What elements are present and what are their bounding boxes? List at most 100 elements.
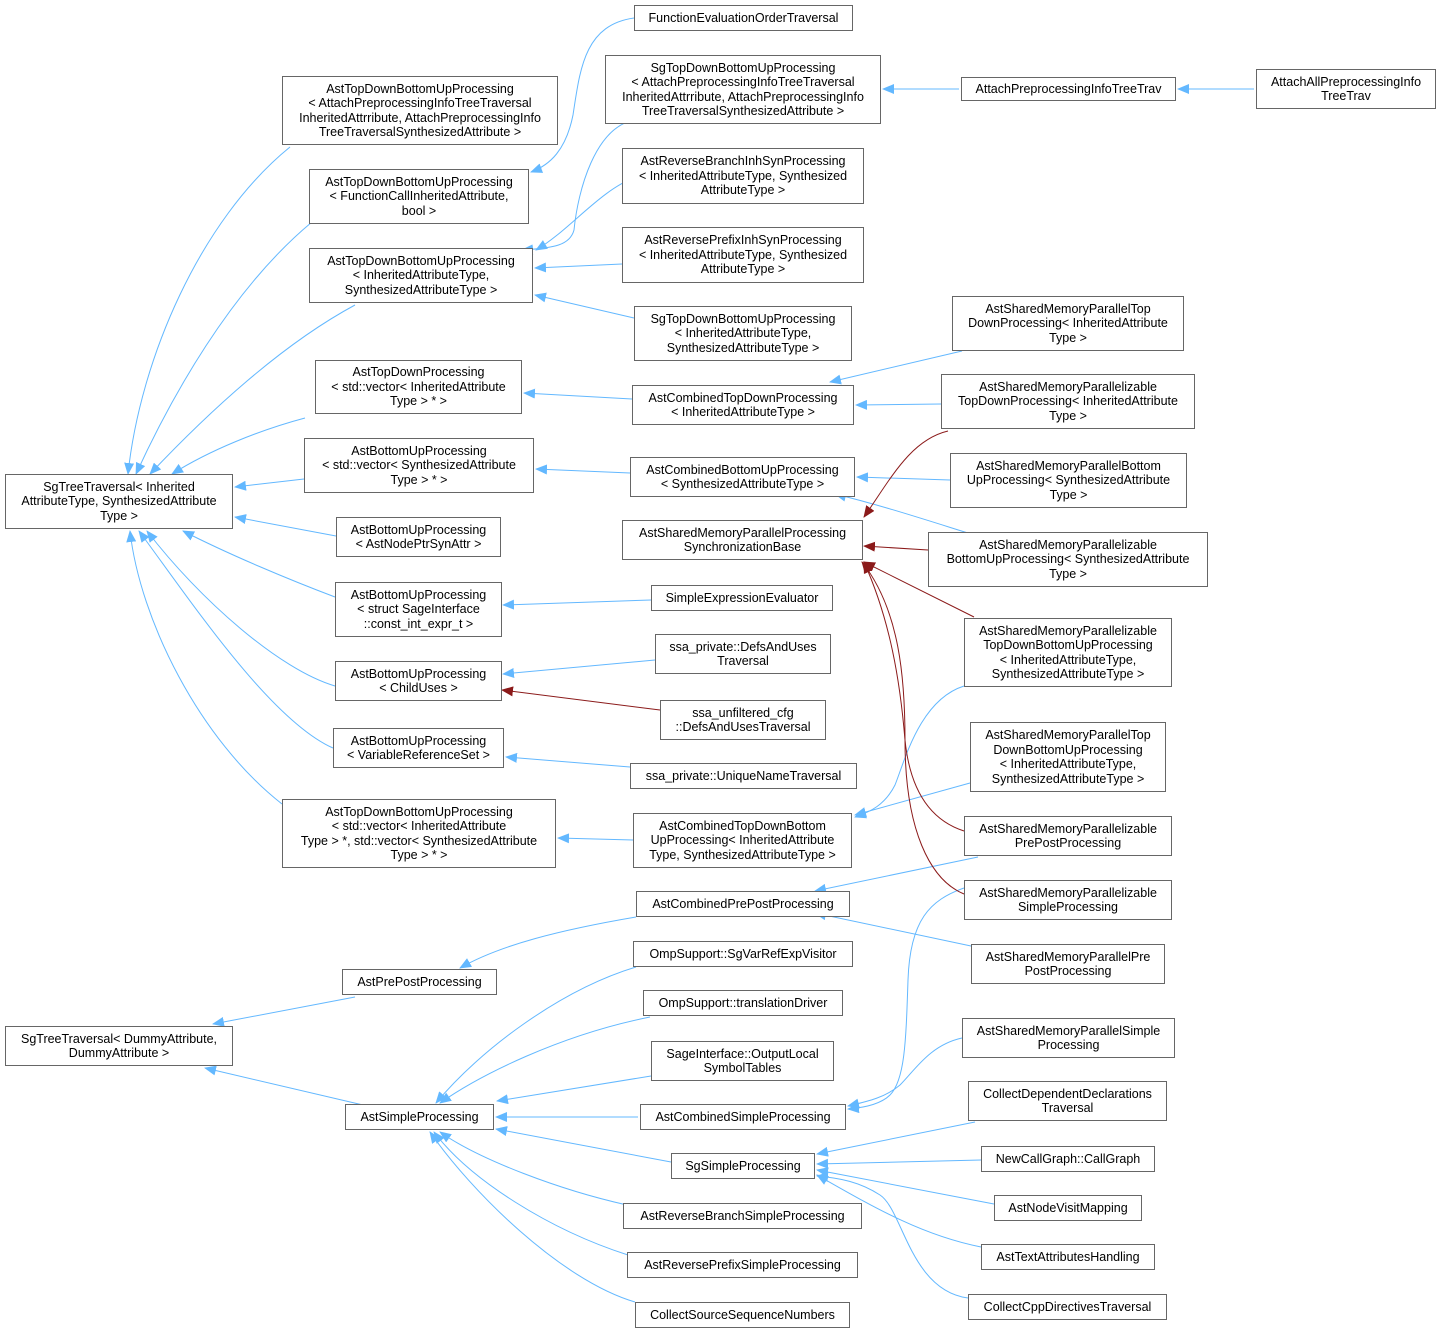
class-node-ast-node-visit[interactable]: AstNodeVisitMapping bbox=[994, 1195, 1142, 1221]
class-node-label-line: TreeTraversalSynthesizedAttribute > bbox=[318, 125, 522, 139]
class-node-label-line: < AttachPreprocessingInfoTreeTraversal bbox=[631, 75, 855, 89]
class-node-label-line: < VariableReferenceSet > bbox=[347, 748, 490, 762]
class-node-label-line: Processing bbox=[1037, 1038, 1100, 1052]
public-inheritance-edge bbox=[816, 1167, 995, 1205]
class-node-ast-td-vector[interactable]: AstTopDownProcessing< std::vector< Inher… bbox=[315, 360, 522, 414]
class-node-label-line: DummyAttribute > bbox=[68, 1046, 170, 1060]
class-node-label-line: AstTopDownBottomUpProcessing bbox=[327, 253, 515, 268]
class-node-rev-branch-simple[interactable]: AstReverseBranchSimpleProcessing bbox=[623, 1203, 862, 1229]
protected-inheritance-edge bbox=[863, 561, 975, 618]
class-node-label-line: AstTopDownBottomUpProcessing bbox=[325, 804, 513, 819]
class-node-label-line: FunctionEvaluationOrderTraversal bbox=[648, 10, 839, 25]
public-inheritance-edge bbox=[502, 599, 652, 610]
class-node-label-line: DownProcessing< InheritedAttribute bbox=[968, 316, 1168, 331]
class-node-ast-tdbu-attach[interactable]: AstTopDownBottomUpProcessing< AttachPrep… bbox=[282, 76, 558, 145]
class-node-label-line: AstCombinedTopDownProcessing bbox=[648, 390, 838, 405]
class-node-ast-bu-constint[interactable]: AstBottomUpProcessing< struct SageInterf… bbox=[335, 582, 502, 637]
class-node-ast-tdbu-vector[interactable]: AstTopDownBottomUpProcessing< std::vecto… bbox=[282, 799, 556, 868]
class-node-label-line: AstSharedMemoryParallelProcessing bbox=[638, 525, 847, 540]
public-inheritance-edge bbox=[433, 1131, 629, 1256]
class-node-label-line: < SynthesizedAttributeType > bbox=[660, 477, 825, 491]
class-node-rev-prefix-simple[interactable]: AstReversePrefixSimpleProcessing bbox=[627, 1252, 858, 1278]
class-node-label-line: Traversal bbox=[717, 654, 769, 668]
protected-inheritance-edge bbox=[863, 430, 949, 518]
class-node-text-attr[interactable]: AstTextAttributesHandling bbox=[981, 1244, 1155, 1270]
class-node-label-line: AstReversePrefixSimpleProcessing bbox=[644, 1257, 841, 1272]
public-inheritance-edge bbox=[855, 399, 942, 410]
public-inheritance-edge bbox=[204, 1065, 364, 1106]
class-node-label-line: AstReverseBranchSimpleProcessing bbox=[640, 1208, 845, 1223]
class-node-label-line: Type > bbox=[1049, 408, 1087, 423]
class-node-attach-trav[interactable]: AttachPreprocessingInfoTreeTrav bbox=[961, 77, 1176, 101]
class-node-sg-tdbu-attach[interactable]: SgTopDownBottomUpProcessing< AttachPrepr… bbox=[605, 55, 881, 124]
class-node-sg-tdbu-generic[interactable]: SgTopDownBottomUpProcessing< InheritedAt… bbox=[634, 306, 852, 361]
class-node-comb-prepost[interactable]: AstCombinedPrePostProcessing bbox=[636, 891, 850, 917]
class-node-label-line: AstBottomUpProcessing bbox=[350, 522, 487, 537]
class-node-fe-order[interactable]: FunctionEvaluationOrderTraversal bbox=[634, 5, 853, 31]
class-node-newcallgraph[interactable]: NewCallGraph::CallGraph bbox=[981, 1146, 1155, 1172]
class-node-ast-bu-childuses[interactable]: AstBottomUpProcessing< ChildUses > bbox=[335, 661, 502, 701]
class-node-label-line: UpProcessing< SynthesizedAttribute bbox=[966, 473, 1171, 488]
class-node-ast-rev-branch-inhsyn[interactable]: AstReverseBranchInhSynProcessing< Inheri… bbox=[622, 148, 864, 204]
class-node-ssa-unf[interactable]: ssa_unfiltered_cfg::DefsAndUsesTraversal bbox=[660, 700, 826, 740]
class-node-collect-cpp[interactable]: CollectCppDirectivesTraversal bbox=[968, 1294, 1167, 1320]
class-node-comb-td[interactable]: AstCombinedTopDownProcessing< InheritedA… bbox=[632, 385, 854, 425]
class-node-label-line: SimpleProcessing bbox=[1017, 900, 1119, 914]
class-node-ast-tdbu-funccall[interactable]: AstTopDownBottomUpProcessing< FunctionCa… bbox=[309, 169, 529, 224]
public-inheritance-edge bbox=[534, 262, 623, 273]
public-inheritance-edge bbox=[212, 996, 356, 1027]
class-node-ast-prepost[interactable]: AstPrePostProcessing bbox=[342, 969, 497, 995]
class-node-ssa-unique[interactable]: ssa_private::UniqueNameTraversal bbox=[630, 763, 857, 789]
class-node-ast-bu-vector[interactable]: AstBottomUpProcessing< std::vector< Synt… bbox=[304, 438, 534, 493]
public-inheritance-edge bbox=[530, 17, 635, 173]
class-node-omp-trans[interactable]: OmpSupport::translationDriver bbox=[643, 990, 843, 1016]
class-node-comb-simple[interactable]: AstCombinedSimpleProcessing bbox=[640, 1104, 846, 1130]
class-node-ast-bu-nodeptr[interactable]: AstBottomUpProcessing< AstNodePtrSynAttr… bbox=[336, 517, 501, 557]
class-node-label-line: < InheritedAttributeType, bbox=[674, 326, 812, 341]
class-node-label-line: < InheritedAttributeType, Synthesized bbox=[638, 168, 848, 183]
class-node-sg-simple[interactable]: SgSimpleProcessing bbox=[671, 1153, 815, 1179]
class-node-label-line: PrePostProcessing bbox=[1014, 836, 1122, 850]
class-node-label-line: < FunctionCallInheritedAttribute, bbox=[329, 189, 509, 204]
public-inheritance-edge bbox=[854, 782, 971, 817]
public-inheritance-edge bbox=[505, 752, 631, 768]
class-node-omp-varref[interactable]: OmpSupport::SgVarRefExpVisitor bbox=[633, 941, 853, 967]
public-inheritance-edge bbox=[124, 146, 291, 475]
class-node-ast-simple[interactable]: AstSimpleProcessing bbox=[345, 1104, 494, 1130]
class-node-ast-bu-varref[interactable]: AstBottomUpProcessing< VariableReference… bbox=[333, 728, 504, 768]
public-inheritance-edge bbox=[816, 1121, 976, 1157]
class-node-label-line: AstSharedMemoryParallelTop bbox=[985, 728, 1151, 742]
class-node-simple-expr[interactable]: SimpleExpressionEvaluator bbox=[651, 585, 833, 611]
class-node-label-line: CollectSourceSequenceNumbers bbox=[650, 1307, 835, 1322]
public-inheritance-edge bbox=[829, 350, 963, 385]
class-node-ast-tdbu-generic[interactable]: AstTopDownBottomUpProcessing< InheritedA… bbox=[309, 248, 533, 303]
class-node-comb-bu[interactable]: AstCombinedBottomUpProcessing< Synthesiz… bbox=[630, 457, 855, 497]
class-node-ast-rev-prefix-inhsyn[interactable]: AstReversePrefixInhSynProcessing< Inheri… bbox=[622, 227, 864, 283]
public-inheritance-edge bbox=[135, 221, 313, 475]
class-node-collect-src[interactable]: CollectSourceSequenceNumbers bbox=[635, 1302, 850, 1328]
public-inheritance-edge bbox=[816, 1171, 969, 1299]
class-node-sg-tree-dummy[interactable]: SgTreeTraversal< DummyAttribute,DummyAtt… bbox=[5, 1026, 233, 1066]
class-node-label-line: < AstNodePtrSynAttr > bbox=[355, 537, 482, 551]
class-node-label-line: UpProcessing< InheritedAttribute bbox=[650, 833, 835, 848]
class-node-label-line: < AttachPreprocessingInfoTreeTraversal bbox=[308, 96, 532, 110]
class-node-label-line: CollectDependentDeclarations bbox=[983, 1086, 1152, 1101]
